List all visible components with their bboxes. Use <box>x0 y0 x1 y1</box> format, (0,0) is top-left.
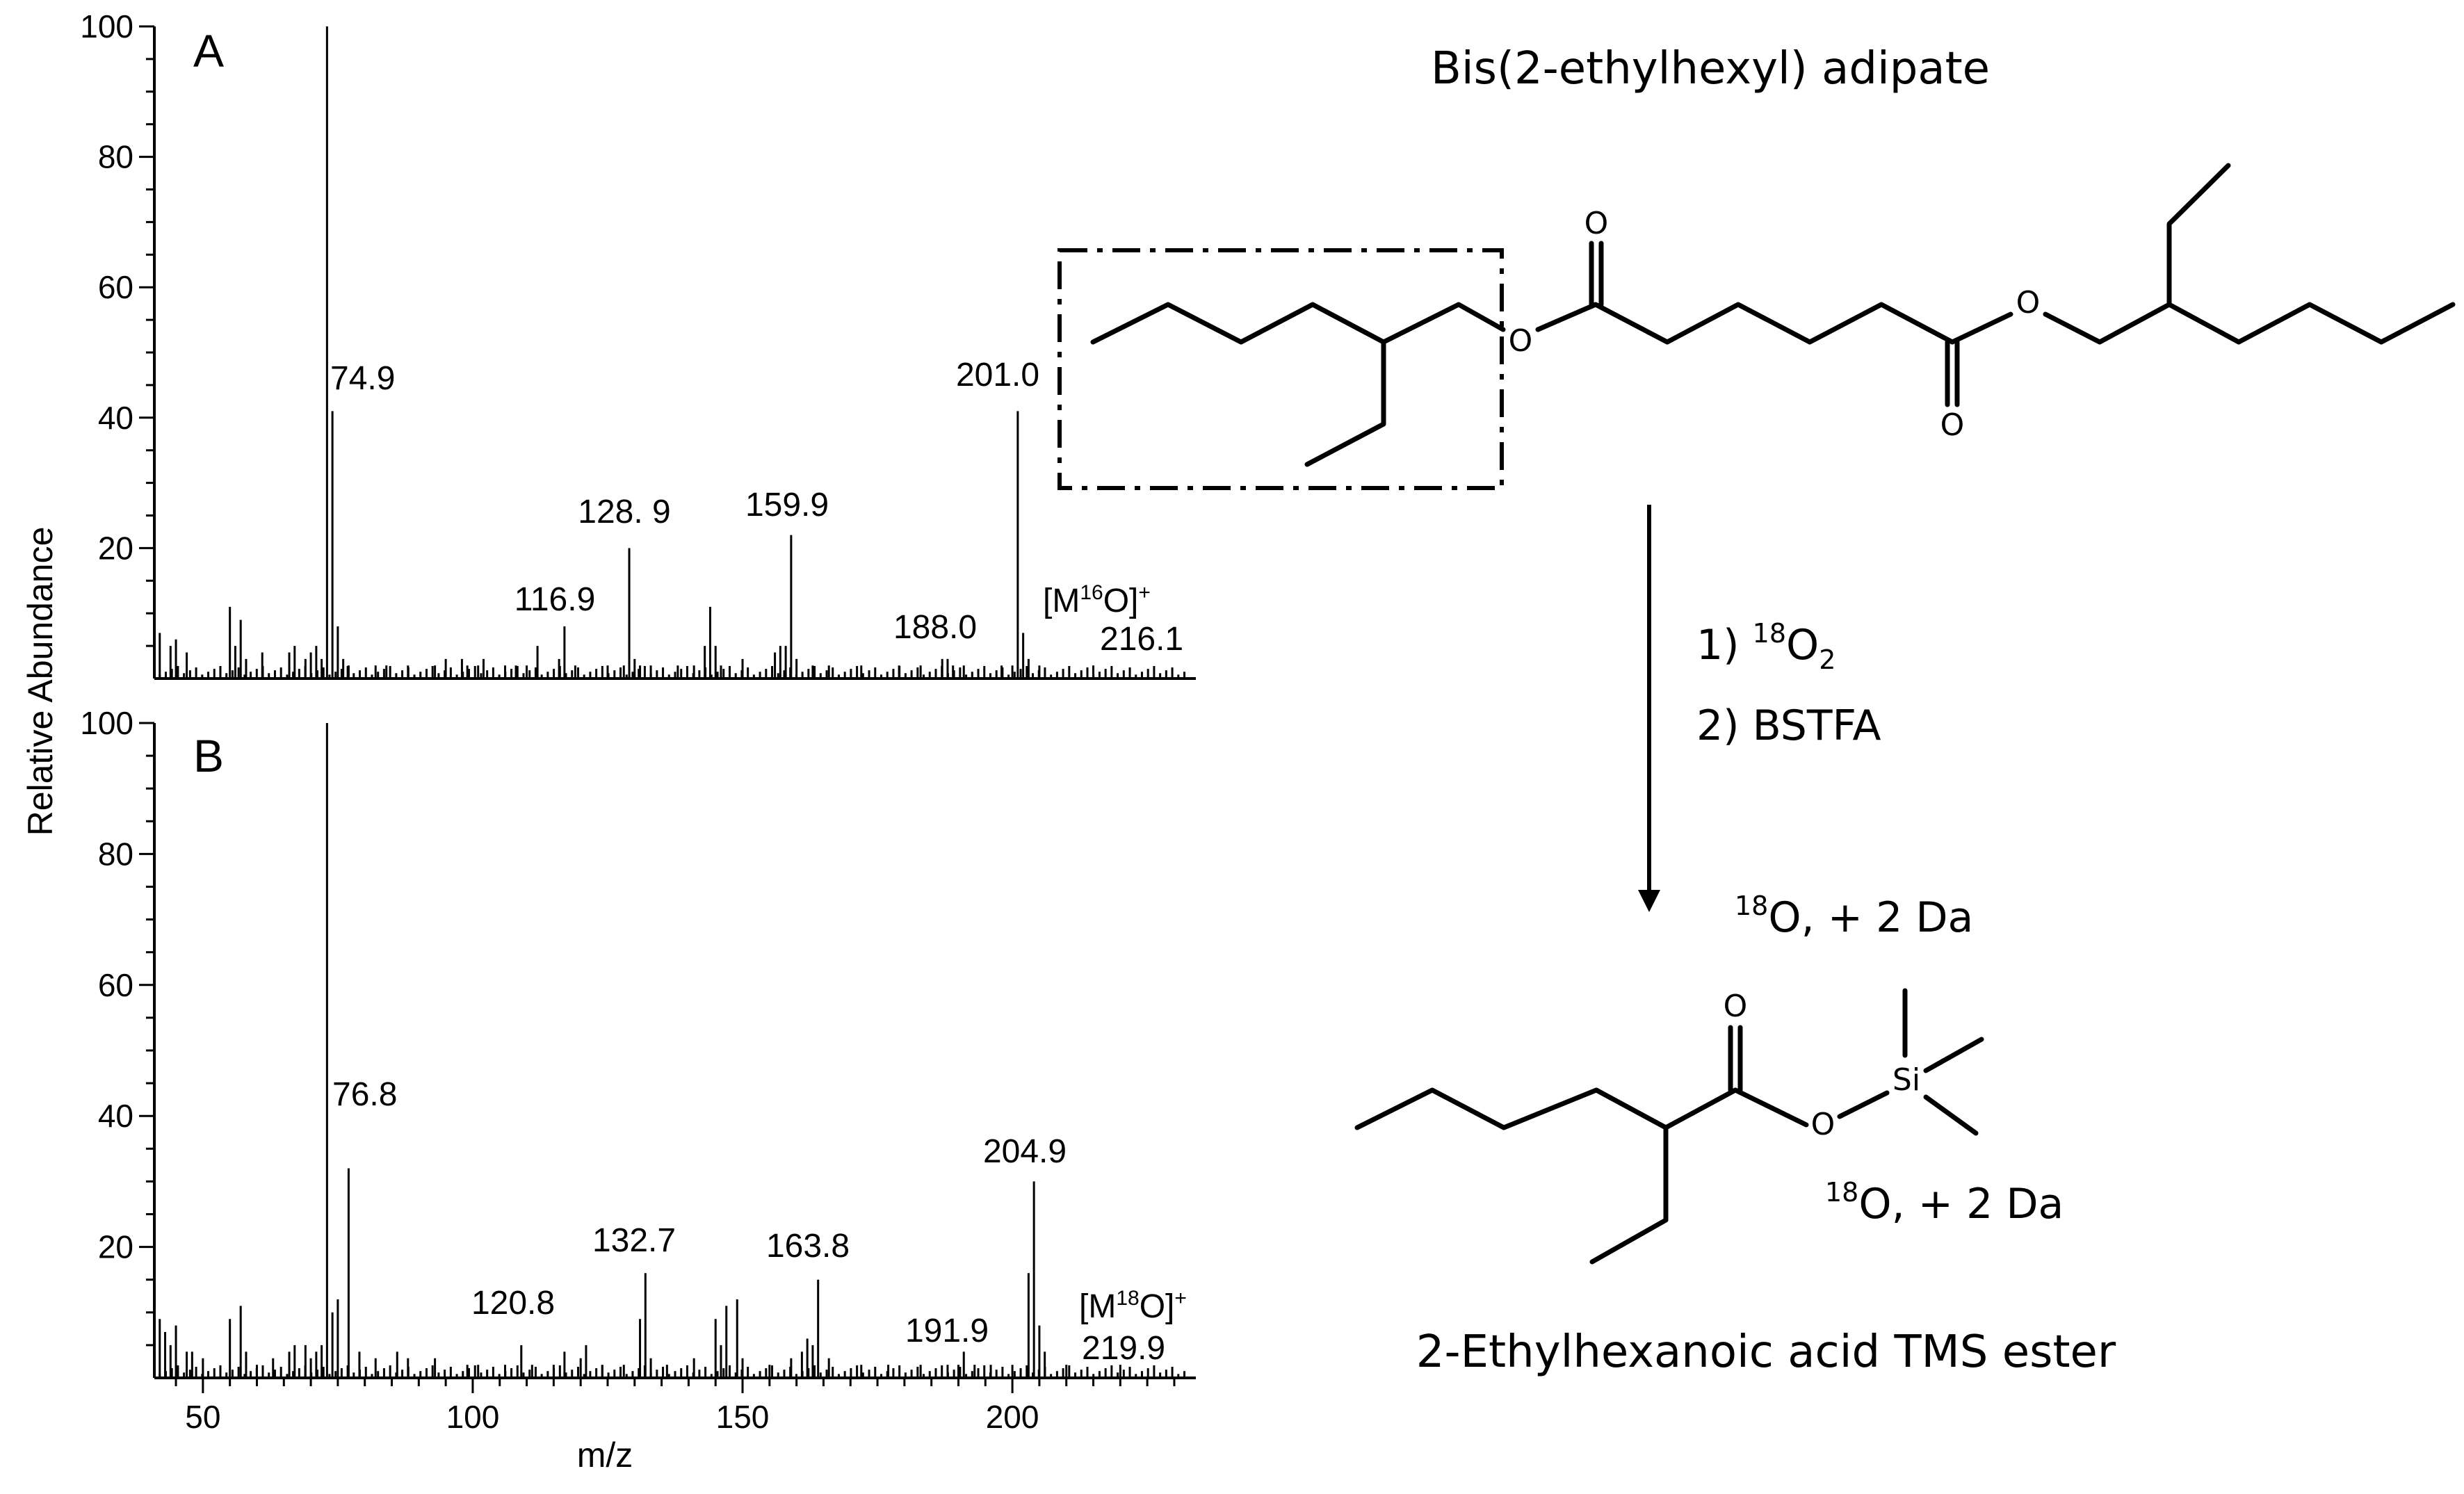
reactant-right-ethyl <box>2166 163 2231 307</box>
x-tick-label: 200 <box>986 1399 1039 1435</box>
x-tick-label: 50 <box>185 1399 220 1435</box>
fragment-highlight-box <box>1057 248 1504 490</box>
panel-b-x-ticks: 50 100 150 200 <box>175 1378 1176 1435</box>
reactant-ester-o-left: O <box>1509 323 1533 359</box>
panel-a-bars <box>159 26 1186 679</box>
product-si-methyl-right <box>1923 1037 1984 1073</box>
y-tick-label: 20 <box>98 1229 133 1265</box>
y-tick-label: 60 <box>98 269 133 305</box>
x-tick-label: 100 <box>446 1399 500 1435</box>
reaction-step-1: 1) 18O2 <box>1696 618 1835 675</box>
product-ester-o: O <box>1811 1107 1835 1142</box>
x-tick-label: 150 <box>716 1399 770 1435</box>
panel-b-molecular-ion-mz: 219.9 <box>1082 1330 1165 1367</box>
product-name: 2-Ethylhexanoic acid TMS ester <box>1416 1326 2116 1378</box>
reactant-adipate-chain <box>1535 302 1955 345</box>
peak-label: 116.9 <box>514 581 596 618</box>
reactant-carbonyl-o-2: O <box>1940 407 1965 443</box>
y-tick-label: 80 <box>98 139 133 175</box>
reactant-structure: O O O O <box>1057 163 2456 490</box>
panel-a-peak-labels: 74.9 116.9 128. 9 159.9 188.0 201.0 <box>330 357 1039 646</box>
reactant-right-chain <box>2043 302 2456 345</box>
reactant-ester-o-right: O <box>2016 285 2041 320</box>
peak-label: 74.9 <box>330 360 395 397</box>
y-tick-label: 40 <box>98 400 133 436</box>
product-o-si-bond <box>1837 1090 1890 1119</box>
x-axis-title: m/z <box>577 1436 633 1475</box>
panel-b-letter: B <box>193 730 224 781</box>
peak-label: 204.9 <box>983 1133 1067 1170</box>
reactant-left-chain <box>1090 302 1506 345</box>
panel-a-y-ticks: 20 40 60 80 100 <box>80 8 154 647</box>
y-tick-label: 20 <box>98 530 133 566</box>
spectrum-panel-a: 20 40 60 80 100 74.9 116.9 128. 9 159.9 188.0 201… <box>80 8 1196 680</box>
reactant-name: Bis(2-ethylhexyl) adipate <box>1431 43 1990 95</box>
product-main-chain <box>1354 1087 1738 1130</box>
reactant-left-ethyl <box>1304 339 1386 467</box>
peak-label: 120.8 <box>471 1285 555 1322</box>
reaction-arrow-head <box>1638 890 1660 912</box>
product-ethyl <box>1589 1125 1669 1265</box>
product-si-atom: Si <box>1892 1062 1920 1098</box>
panel-a-molecular-ion-label: [M16O]+ <box>1043 581 1151 619</box>
panel-b-peak-labels: 76.8 120.8 132.7 163.8 191.9 204.9 <box>332 1076 1067 1349</box>
spectrum-panel-b: 20 40 60 80 100 50 100 150 200 76.8 120.8 132.7 16… <box>80 705 1196 1475</box>
panel-b-molecular-ion-label: [M18O]+ <box>1079 1287 1187 1325</box>
product-si-methyl-down <box>1923 1094 1979 1136</box>
product-structure: O O Si <box>1354 988 1984 1265</box>
reactant-ester-bond-right <box>1950 311 2013 345</box>
peak-label: 188.0 <box>893 609 977 646</box>
peak-label: 201.0 <box>956 357 1039 393</box>
peak-label: 128. 9 <box>578 494 670 530</box>
peak-label: 76.8 <box>332 1076 397 1113</box>
reaction-step-2: 2) BSTFA <box>1696 701 1881 750</box>
reactant-carbonyl-o-1: O <box>1584 206 1609 241</box>
panel-a-letter: A <box>193 25 224 76</box>
panel-b-bars <box>159 723 1186 1378</box>
y-axis-title: Relative Abundance <box>21 527 60 836</box>
y-tick-label: 80 <box>98 836 133 872</box>
product-carbonyl-o: O <box>1724 989 1748 1024</box>
peak-label: 132.7 <box>592 1222 676 1259</box>
peak-label: 159.9 <box>745 487 829 523</box>
peak-label: 163.8 <box>766 1228 850 1265</box>
y-tick-label: 40 <box>98 1098 133 1134</box>
label-mass-shift-top: 18O, + 2 Da <box>1735 891 1973 942</box>
y-tick-label: 100 <box>80 8 133 44</box>
panel-a-molecular-ion-mz: 216.1 <box>1100 621 1183 658</box>
peak-label: 191.9 <box>905 1313 989 1349</box>
label-mass-shift-product: 18O, + 2 Da <box>1825 1177 2064 1228</box>
panel-b-y-ticks: 20 40 60 80 100 <box>80 705 154 1347</box>
product-ester-bond <box>1733 1087 1809 1128</box>
y-tick-label: 100 <box>80 705 133 741</box>
reaction-scheme: Bis(2-ethylhexyl) adipate O O O O 1) 18O… <box>1057 43 2456 1378</box>
y-tick-label: 60 <box>98 967 133 1003</box>
